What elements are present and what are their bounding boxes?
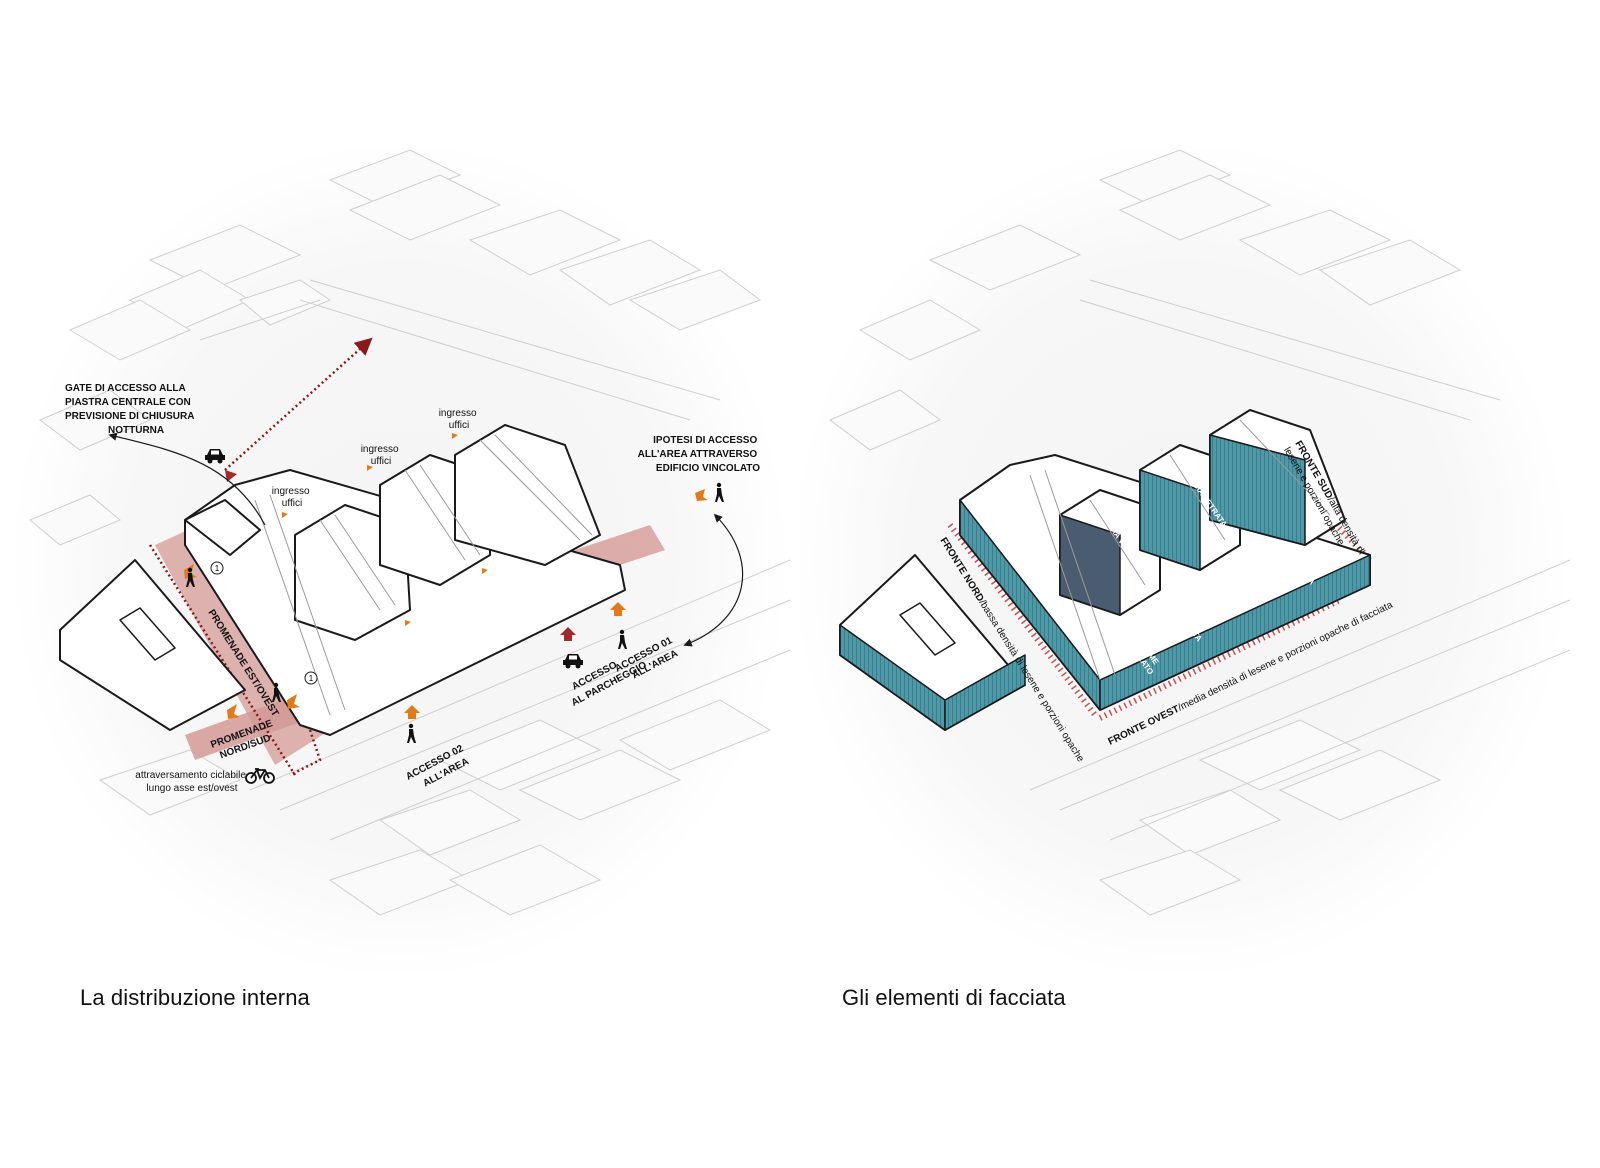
street-line bbox=[309, 279, 721, 401]
arrow-orange bbox=[227, 704, 240, 719]
arrow-red bbox=[225, 470, 237, 482]
shed-teal-1-facade bbox=[1059, 514, 1121, 616]
street-line bbox=[1059, 599, 1571, 811]
car-icon bbox=[563, 654, 583, 669]
dotted-axis-south bbox=[289, 729, 322, 777]
access-arrows bbox=[184, 433, 708, 719]
arrow-red bbox=[560, 627, 576, 641]
street-line bbox=[329, 649, 791, 841]
west-building-facade bbox=[944, 654, 1026, 731]
context-block bbox=[98, 749, 242, 816]
gate-leader bbox=[108, 432, 266, 526]
street-line bbox=[1089, 279, 1501, 401]
marker-circles: 1 1 bbox=[210, 561, 318, 685]
central-long-hall-facade bbox=[1099, 554, 1371, 711]
bike-crossing-label: attraversamento ciclabile lungo asse est… bbox=[135, 770, 248, 794]
west-building-courtyard bbox=[119, 607, 176, 661]
street-line bbox=[199, 299, 321, 341]
ingresso-uffici-label: ingresso uffici bbox=[272, 486, 313, 509]
arrow-orange bbox=[695, 489, 708, 501]
context-block bbox=[1098, 149, 1232, 206]
gate-label: GATE DI ACCESSO ALLA PIASTRA CENTRALE CO… bbox=[65, 383, 197, 436]
marker-label: 1 bbox=[215, 564, 220, 573]
context-block bbox=[558, 239, 702, 306]
context-block bbox=[39, 389, 151, 451]
marker-circle bbox=[210, 561, 224, 575]
arrow-orange bbox=[287, 694, 300, 709]
street-line bbox=[1109, 649, 1571, 841]
context-block bbox=[628, 269, 762, 331]
left-axonometric-diagram: 1 1 bbox=[10, 140, 791, 980]
context-block bbox=[348, 174, 502, 241]
shed-teal-3-facade bbox=[1209, 434, 1306, 546]
pedestrian-icon bbox=[272, 682, 281, 702]
roof-ridges-left bbox=[254, 434, 593, 716]
dotted-axis-est-ovest bbox=[148, 544, 297, 776]
context-block bbox=[829, 389, 941, 451]
shed-teal-2-facade bbox=[1139, 469, 1201, 571]
street-line bbox=[299, 299, 691, 421]
marker-circle bbox=[304, 671, 318, 685]
context-block bbox=[448, 844, 602, 916]
arrow-orange bbox=[405, 620, 411, 626]
roof-ridges-right bbox=[1029, 419, 1331, 681]
street-line bbox=[1079, 299, 1471, 421]
ingresso-uffici-label: ingresso uffici bbox=[439, 408, 480, 431]
right-caption: Gli elementi di facciata bbox=[842, 985, 1066, 1010]
pedestrian-icon bbox=[186, 567, 195, 587]
left-caption: La distribuzione interna bbox=[80, 985, 310, 1010]
bicycle-icon bbox=[245, 768, 275, 784]
pedestrian-icon bbox=[618, 629, 627, 649]
car-icon bbox=[205, 449, 225, 464]
pedestrian-icon bbox=[407, 723, 416, 743]
shed-3 bbox=[454, 424, 601, 566]
site-buildings-left bbox=[59, 424, 626, 736]
arrow-orange bbox=[610, 602, 626, 616]
context-block bbox=[1278, 749, 1442, 821]
context-block bbox=[858, 299, 982, 361]
context-block bbox=[518, 749, 682, 821]
tick-strip-ovest bbox=[1098, 597, 1342, 721]
arrow-orange bbox=[282, 512, 288, 518]
context-block bbox=[1318, 239, 1462, 306]
promenade-nord-sud-band bbox=[185, 690, 320, 760]
arrow-orange bbox=[367, 465, 373, 471]
volume-vetrato-label: VOLUME VETRATO bbox=[1125, 633, 1163, 676]
marker-label: 1 bbox=[309, 674, 314, 683]
arrow-orange bbox=[404, 705, 420, 719]
pedestrian-icon bbox=[715, 482, 724, 502]
icons-left bbox=[186, 449, 724, 784]
west-building-courtyard bbox=[899, 602, 956, 656]
context-block bbox=[1138, 789, 1282, 856]
context-block bbox=[68, 299, 192, 361]
context-block bbox=[238, 279, 332, 326]
ipotesi-label: IPOTESI DI ACCESSO ALL'AREA ATTRAVERSO E… bbox=[638, 435, 761, 474]
street-line bbox=[1029, 559, 1571, 791]
context-block bbox=[438, 719, 602, 791]
tick-strip-nord bbox=[947, 523, 1098, 717]
context-block bbox=[468, 209, 622, 276]
ipotesi-leader bbox=[683, 513, 744, 647]
context-block bbox=[328, 149, 462, 206]
context-block bbox=[378, 789, 522, 856]
leader-lines-left bbox=[108, 432, 744, 647]
arrow-orange bbox=[482, 568, 488, 574]
context-block bbox=[618, 699, 772, 771]
ingresso-uffici-label: ingresso uffici bbox=[361, 444, 402, 467]
arrow-orange bbox=[452, 433, 458, 439]
site-buildings-right bbox=[839, 409, 1371, 731]
context-block bbox=[928, 224, 1082, 291]
right-axonometric-diagram: FASCIA VETRATA FASCIA VETRATA VETRATA VE… bbox=[800, 140, 1571, 980]
context-block bbox=[1118, 174, 1272, 241]
context-block bbox=[1198, 719, 1362, 791]
context-block bbox=[29, 494, 121, 546]
context-block bbox=[1098, 849, 1242, 916]
context-block bbox=[1238, 209, 1392, 276]
gate-building bbox=[184, 499, 261, 556]
